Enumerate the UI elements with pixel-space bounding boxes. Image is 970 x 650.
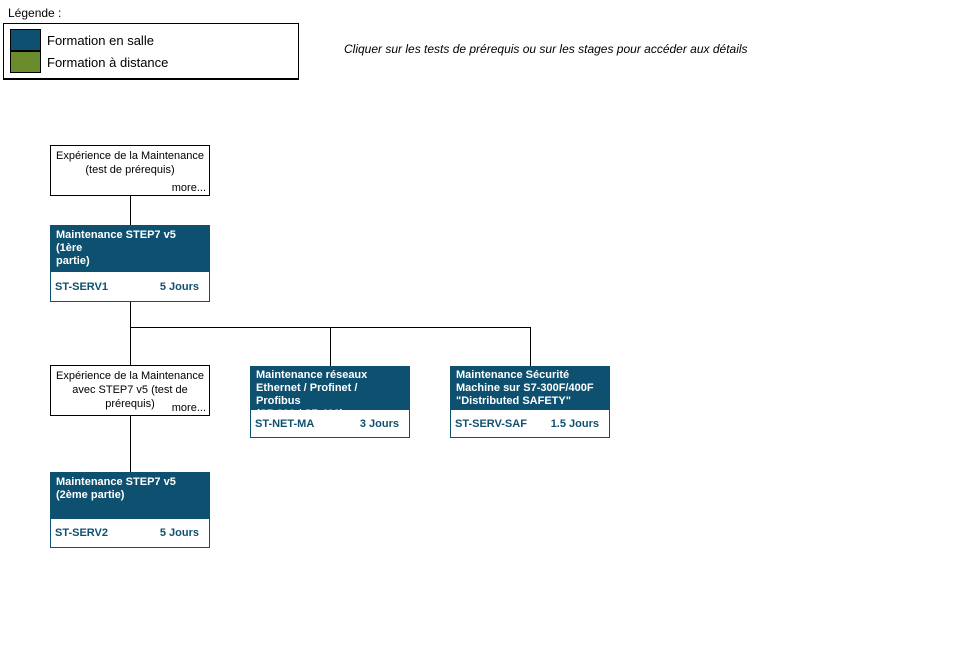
stage-st-serv-saf[interactable]: Maintenance Sécurité Machine sur S7-300F… bbox=[450, 366, 610, 438]
prereq-test-maintenance-step7[interactable]: Expérience de la Maintenance avec STEP7 … bbox=[50, 365, 210, 416]
prereq-text-line: prérequis) bbox=[105, 398, 155, 410]
instruction-text: Cliquer sur les tests de prérequis ou su… bbox=[344, 42, 748, 56]
legend-label-classroom: Formation en salle bbox=[47, 33, 154, 48]
stage-st-serv2[interactable]: Maintenance STEP7 v5 (2ème partie) ST-SE… bbox=[50, 472, 210, 548]
stage-title: Maintenance Sécurité Machine sur S7-300F… bbox=[451, 367, 609, 410]
stage-duration: 3 Jours bbox=[359, 417, 399, 430]
stage-st-net-ma[interactable]: Maintenance réseaux Ethernet / Profinet … bbox=[250, 366, 410, 438]
prereq-text-line: Expérience de la Maintenance bbox=[56, 370, 204, 382]
stage-st-serv1[interactable]: Maintenance STEP7 v5 (1ère partie) ST-SE… bbox=[50, 225, 210, 302]
stage-code: ST-SERV-SAF bbox=[455, 417, 527, 430]
legend-swatch-classroom bbox=[10, 29, 41, 51]
prereq-text-line: avec STEP7 v5 (test de bbox=[72, 384, 188, 396]
more-link[interactable]: more... bbox=[171, 402, 206, 414]
connector-branch-horizontal bbox=[130, 327, 531, 328]
connector-prereq1-serv1 bbox=[130, 196, 131, 225]
legend-box: Formation en salle Formation à distance bbox=[3, 23, 299, 80]
legend-label-distance: Formation à distance bbox=[47, 55, 169, 70]
legend-title: Légende : bbox=[8, 6, 62, 20]
stage-duration: 1.5 Jours bbox=[550, 417, 599, 430]
connector-branch-net-ma bbox=[330, 328, 331, 366]
stage-duration: 5 Jours bbox=[159, 527, 199, 539]
more-link[interactable]: more... bbox=[171, 182, 206, 194]
stage-duration: 5 Jours bbox=[159, 280, 199, 293]
connector-branch-serv-saf bbox=[530, 328, 531, 366]
prereq-text-line: Expérience de la Maintenance bbox=[56, 150, 204, 162]
connector-branch-prereq2 bbox=[130, 328, 131, 365]
connector-serv1-down bbox=[130, 302, 131, 327]
connector-prereq2-serv2 bbox=[130, 416, 131, 472]
stage-title: Maintenance STEP7 v5 (2ème partie) bbox=[51, 473, 209, 519]
prereq-text-line: (test de prérequis) bbox=[85, 164, 175, 176]
stage-title: Maintenance réseaux Ethernet / Profinet … bbox=[251, 367, 409, 420]
stage-code: ST-NET-MA bbox=[255, 417, 315, 430]
prereq-test-maintenance[interactable]: Expérience de la Maintenance (test de pr… bbox=[50, 145, 210, 196]
stage-title: Maintenance STEP7 v5 (1ère partie) bbox=[51, 226, 209, 272]
stage-code: ST-SERV1 bbox=[55, 280, 108, 293]
legend-swatch-distance bbox=[10, 51, 41, 73]
stage-code: ST-SERV2 bbox=[55, 527, 108, 539]
